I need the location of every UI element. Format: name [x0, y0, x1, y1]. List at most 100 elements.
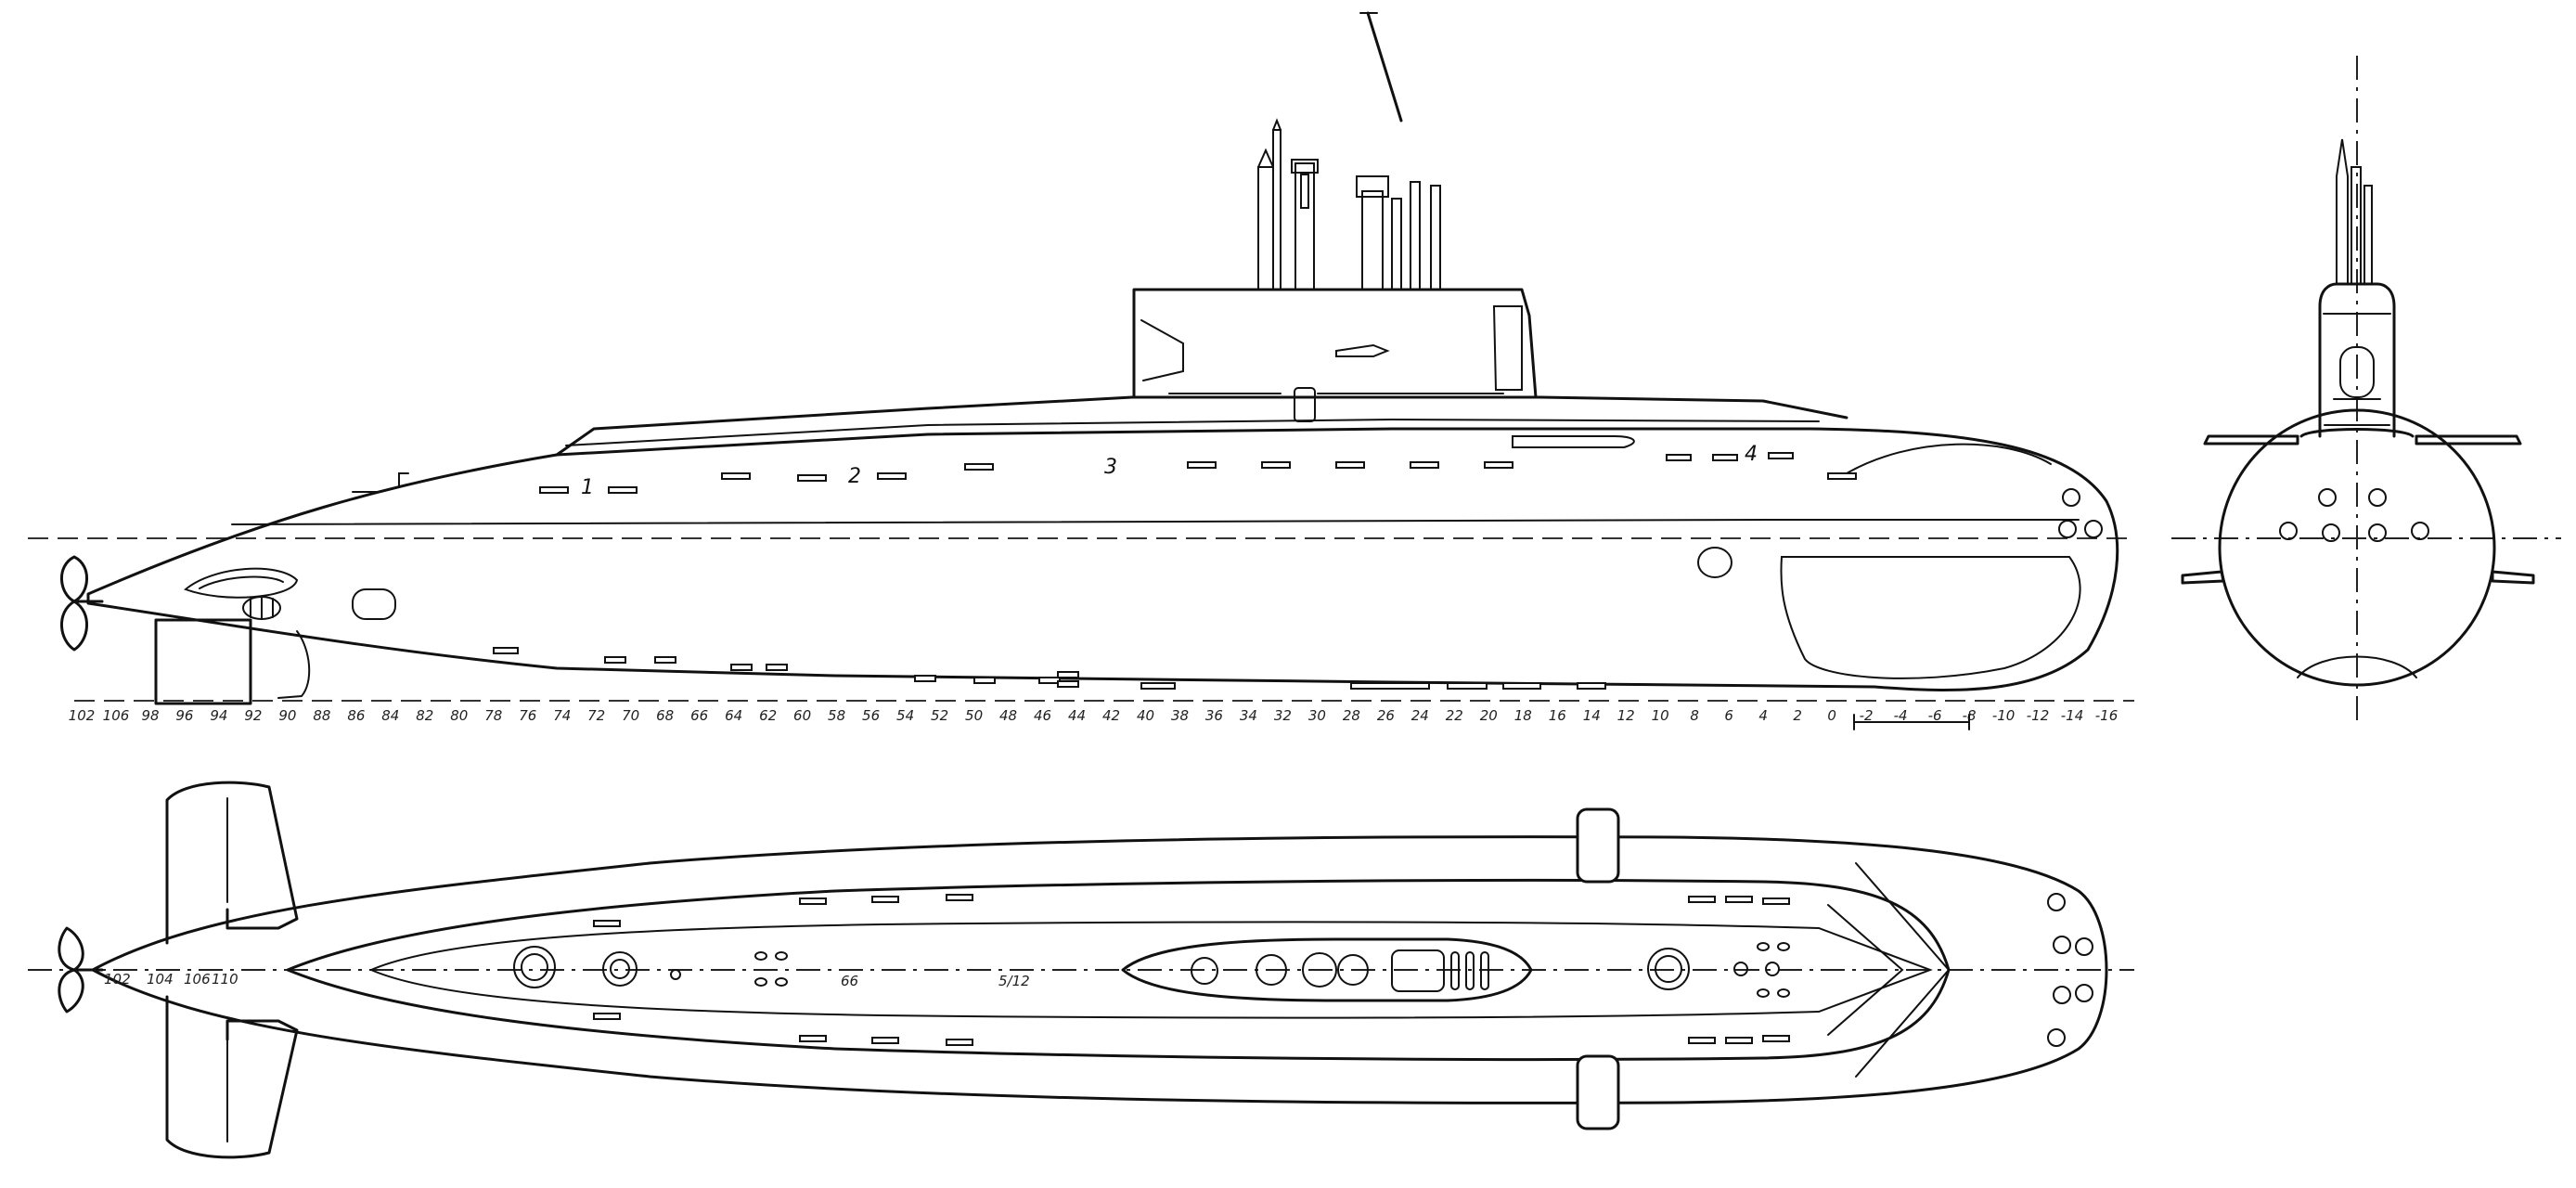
frame-number: 98 — [141, 707, 159, 724]
flood-slots-upper — [539, 452, 1857, 494]
frame-number: 96 — [175, 707, 193, 724]
side-hull-outline — [86, 427, 2119, 691]
frame-number: 14 — [1583, 707, 1601, 724]
frame-number: 6 — [1724, 707, 1733, 724]
section-torpedo-tube — [2322, 523, 2340, 542]
hatch — [1647, 948, 1690, 990]
torpedo-tube — [2084, 520, 2103, 538]
plan-frame-number: 104 — [147, 971, 174, 988]
frame-number: 24 — [1411, 707, 1429, 724]
frame-number: 36 — [1205, 707, 1223, 724]
frame-number: -12 — [2027, 707, 2050, 724]
frame-number: 18 — [1514, 707, 1532, 724]
stern-plane — [184, 567, 299, 599]
plan-view: 102 104 106 110 66 5/12 — [28, 781, 2134, 1159]
hatch — [513, 946, 556, 988]
frame-number: 72 — [587, 707, 605, 724]
frame-number: 22 — [1446, 707, 1463, 724]
frame-number: 32 — [1274, 707, 1292, 724]
plan-stern-plane-lower — [165, 995, 299, 1159]
torpedo-tube — [2058, 520, 2077, 538]
hatch — [602, 951, 638, 987]
frame-number: 56 — [862, 707, 880, 724]
plan-bow-plane-lower — [1576, 1054, 1620, 1130]
frame-number: 46 — [1034, 707, 1051, 724]
sail-plane-right — [2415, 434, 2522, 446]
frame-number: -14 — [2061, 707, 2084, 724]
frame-number: 76 — [519, 707, 536, 724]
frame-number: 70 — [622, 707, 639, 724]
section-torpedo-tube — [2318, 488, 2337, 507]
frame-number: -10 — [1992, 707, 2016, 724]
sail-plane-left — [2203, 434, 2299, 446]
flood-slots-lower — [493, 647, 1606, 690]
plan-sail — [1121, 937, 1533, 1002]
frame-number: 60 — [793, 707, 811, 724]
frame-number: 42 — [1102, 707, 1120, 724]
hull-label: 4 — [1745, 443, 1758, 466]
plan-bow-plane-upper — [1576, 807, 1620, 884]
plan-stern-plane-upper — [165, 781, 299, 945]
frame-number: 94 — [210, 707, 227, 724]
bow-plane-left — [2181, 570, 2225, 585]
frame-number: 64 — [725, 707, 742, 724]
frame-number: 8 — [1690, 707, 1699, 724]
plan-label: 5/12 — [998, 973, 1030, 989]
stern-hatch — [352, 588, 396, 620]
frame-number: 44 — [1068, 707, 1086, 724]
frame-number: 80 — [450, 707, 468, 724]
section-torpedo-tube — [2368, 488, 2387, 507]
bow-plane-right — [2491, 570, 2535, 585]
frame-number: 38 — [1171, 707, 1189, 724]
frame-number: 12 — [1617, 707, 1635, 724]
hull-label: 3 — [1104, 456, 1117, 479]
frame-number: 84 — [381, 707, 399, 724]
sonar-window — [1780, 556, 2081, 679]
scale-bar — [1853, 714, 1970, 730]
frame-number: 0 — [1827, 707, 1836, 724]
section-torpedo-tube — [2368, 523, 2387, 542]
frame-number: 48 — [999, 707, 1017, 724]
torpedo-tube — [2062, 488, 2080, 507]
frame-number: 68 — [656, 707, 674, 724]
frame-number: -2 — [1860, 707, 1874, 724]
frame-number: 50 — [965, 707, 983, 724]
frame-number: 102 — [69, 707, 96, 724]
frame-number: 90 — [278, 707, 296, 724]
frame-number: 40 — [1137, 707, 1154, 724]
sail — [1132, 288, 1538, 399]
section-sail — [2318, 282, 2396, 438]
propeller — [60, 555, 104, 652]
frame-number: 34 — [1240, 707, 1257, 724]
frame-number: 74 — [553, 707, 571, 724]
hull-label: 2 — [848, 465, 861, 488]
plan-frame-number: 102 — [104, 971, 131, 988]
rudder — [154, 618, 252, 705]
anchor-hawse — [1697, 547, 1732, 578]
frame-number: 86 — [347, 707, 365, 724]
bow-section-view — [2171, 56, 2561, 724]
hull-label: 1 — [581, 476, 594, 499]
frame-number: -6 — [1928, 707, 1942, 724]
frame-number: 30 — [1308, 707, 1326, 724]
frame-number: 78 — [484, 707, 502, 724]
frame-number: 88 — [313, 707, 330, 724]
hatch — [1191, 957, 1218, 985]
frame-number: 92 — [244, 707, 262, 724]
frame-number: 66 — [690, 707, 708, 724]
frame-number: 2 — [1793, 707, 1802, 724]
frame-number: 4 — [1758, 707, 1768, 724]
frame-number: -16 — [2095, 707, 2119, 724]
frame-number: 106 — [103, 707, 130, 724]
frame-number: 54 — [896, 707, 914, 724]
plan-label: 66 — [841, 973, 858, 989]
frame-number: 26 — [1377, 707, 1395, 724]
plan-frame-number: 110 — [212, 971, 238, 988]
periscopes-and-masts — [1257, 11, 1441, 291]
frame-number: 82 — [416, 707, 433, 724]
frame-number: -4 — [1894, 707, 1908, 724]
frame-number: 20 — [1480, 707, 1498, 724]
frame-number: 58 — [828, 707, 845, 724]
